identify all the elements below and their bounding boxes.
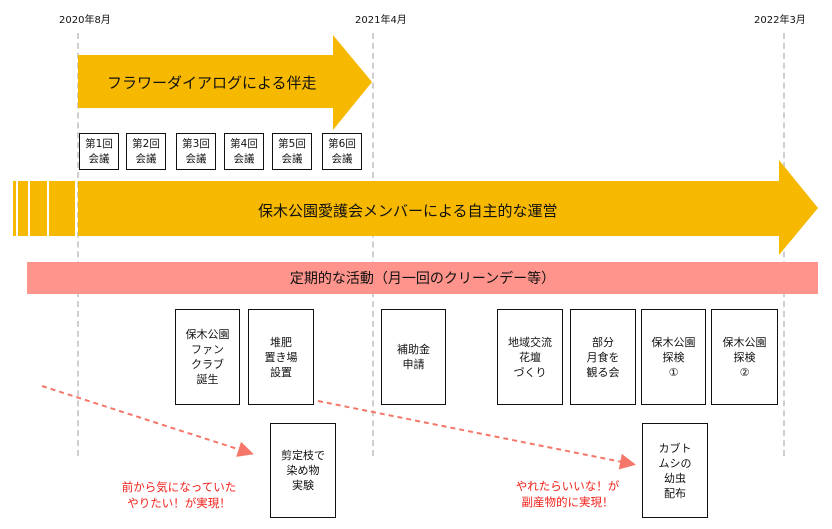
self-operation-arrow: [78, 160, 818, 255]
outcome-box-dye-experiment: 剪定枝で 染め物 実験: [270, 423, 336, 518]
regular-activity-label: 定期的な活動（月一回のクリーンデー等）: [289, 271, 556, 287]
regular-activity-bar: 定期的な活動（月一回のクリーンデー等）: [27, 262, 818, 294]
meeting-box: 第5回 会議: [272, 133, 312, 170]
date-label-2022-03: 2022年3月: [754, 15, 806, 26]
date-label-2020-08: 2020年8月: [59, 15, 111, 26]
note-long-desired: 前から気になっていた やりたい！が実現！: [121, 480, 237, 510]
date-label-2021-04: 2021年4月: [355, 15, 407, 26]
outcome-box-beetle-larvae: カブト ムシの 幼虫 配布: [642, 423, 708, 518]
arrow-stripe: [13, 181, 16, 236]
meeting-box: 第1回 会議: [79, 133, 119, 170]
gridline-2021-04: [372, 33, 374, 456]
flower-dialog-arrow: [78, 35, 372, 130]
activity-box-flowerbed: 地域交流 花壇 づくり: [497, 309, 563, 405]
activity-box-compost: 堆肥 置き場 設置: [248, 309, 314, 405]
arrow-stripe: [49, 181, 75, 236]
arrow-stripe: [30, 181, 47, 236]
note-byproduct: やれたらいいな！が 副産物的に実現！: [515, 479, 620, 509]
self-operation-label: 保木公園愛護会メンバーによる自主的な運営: [258, 202, 558, 220]
activity-box-eclipse: 部分 月食を 観る会: [570, 309, 636, 405]
meeting-box: 第2回 会議: [126, 133, 166, 170]
meeting-box: 第3回 会議: [176, 133, 216, 170]
gridline-2020-08: [77, 33, 79, 456]
arrow-stripe: [18, 181, 28, 236]
meeting-box: 第6回 会議: [322, 133, 362, 170]
flower-dialog-label: フラワーダイアログによる伴走: [107, 74, 317, 92]
activity-box-fan-club: 保木公園 ファン クラブ 誕生: [175, 309, 240, 405]
activity-box-exploration-1: 保木公園 探検 ①: [641, 309, 706, 405]
activity-box-subsidy: 補助金 申請: [381, 309, 446, 405]
dashed-arrow-to-dye-experiment: [41, 385, 254, 457]
dashed-arrow-to-beetle-larvae: [317, 400, 636, 470]
meeting-box: 第4回 会議: [224, 133, 264, 170]
activity-box-exploration-2: 保木公園 探検 ②: [711, 309, 778, 405]
